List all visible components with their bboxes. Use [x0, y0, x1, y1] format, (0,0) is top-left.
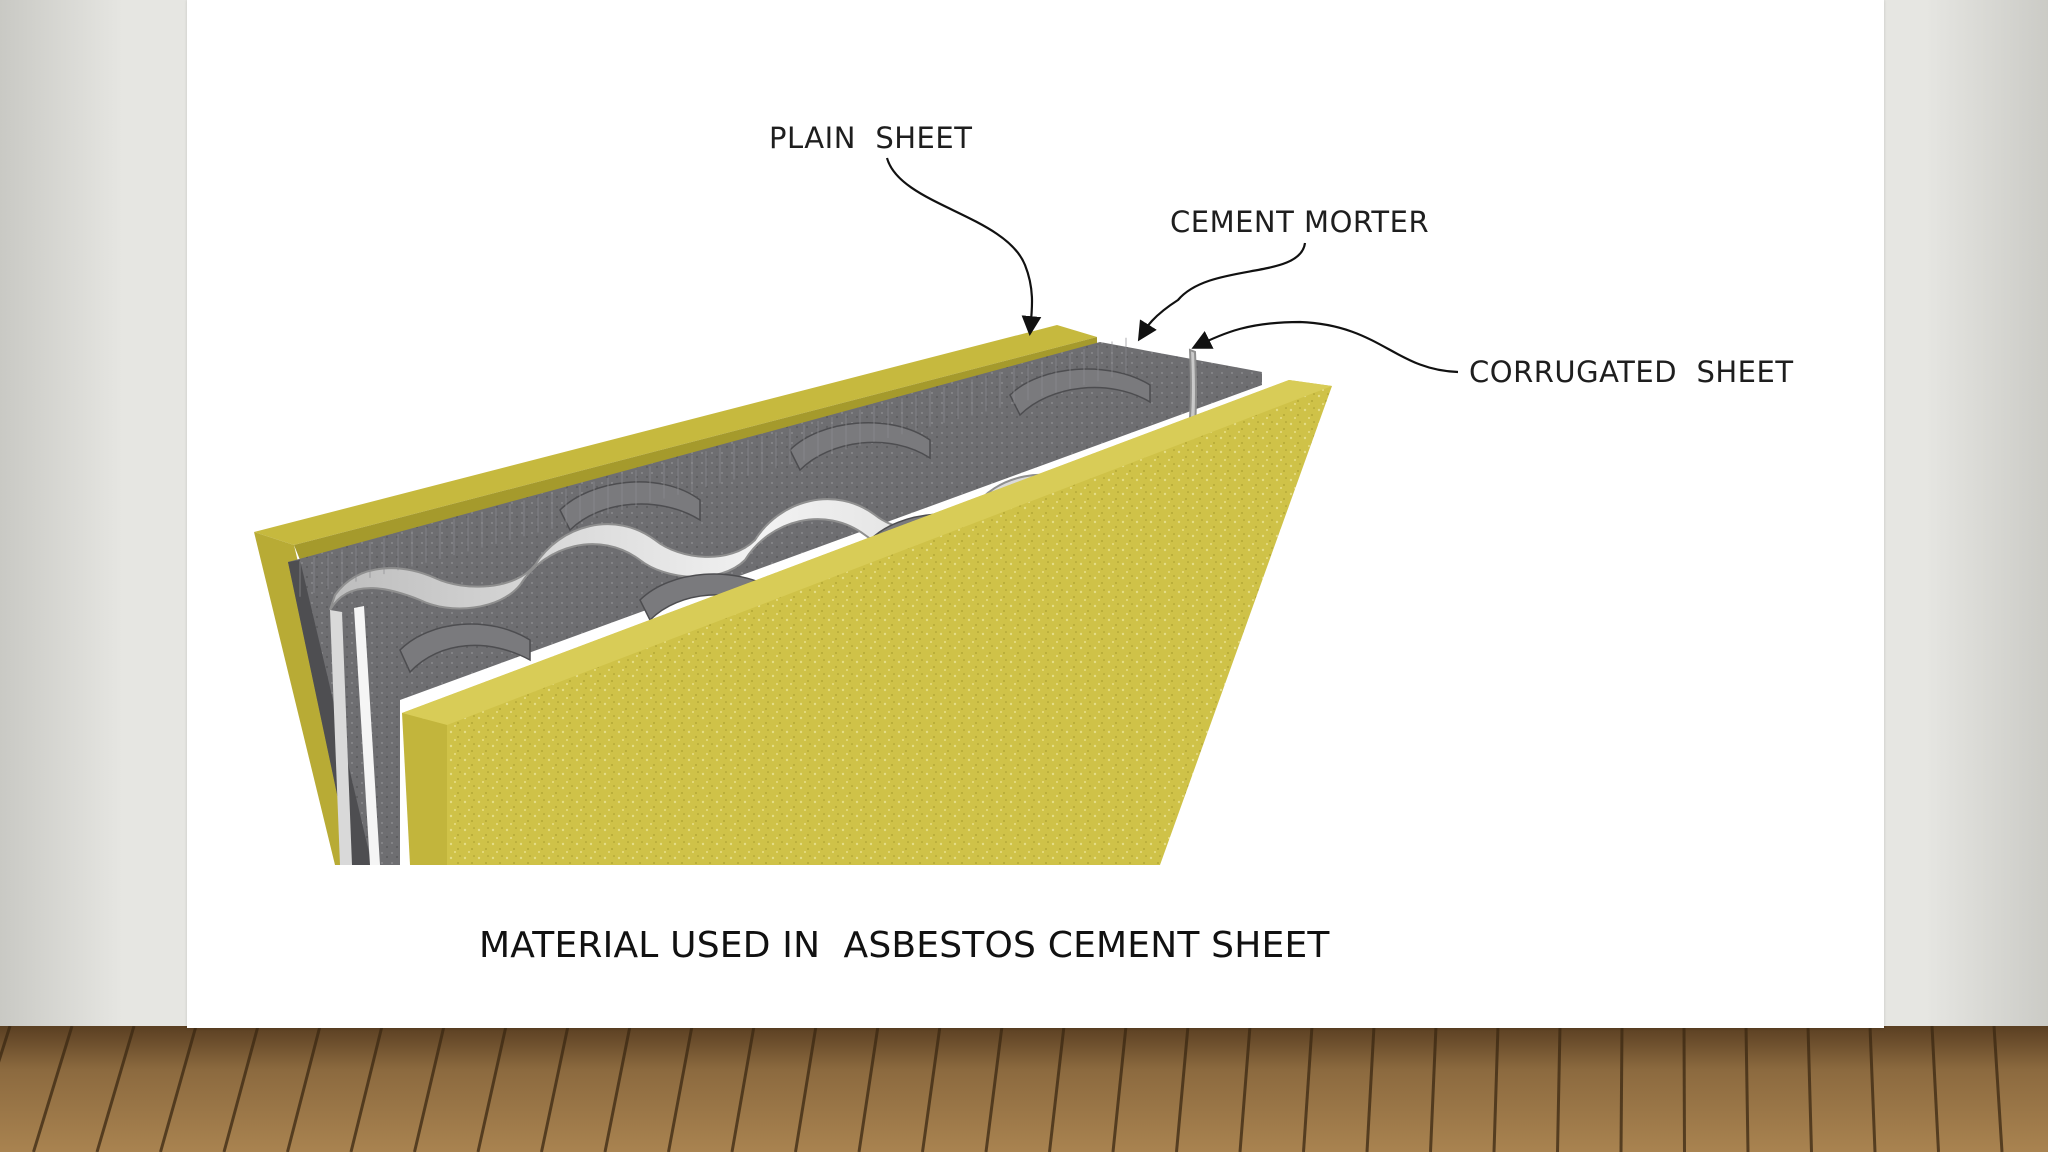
floor-plank-seam	[1302, 1026, 1314, 1152]
plain-sheet-leader	[885, 157, 1042, 336]
floor-plank-seam	[857, 1026, 880, 1152]
floor-plank-seam	[0, 1026, 12, 1063]
floor-plank-seam	[1175, 1026, 1190, 1152]
floor-plank-seam	[1556, 1026, 1562, 1152]
slide-caption: MATERIAL USED IN ASBESTOS CEMENT SHEET	[479, 925, 1330, 966]
floor-plank-seam	[222, 1026, 260, 1152]
floor-plank-seam	[1111, 1026, 1128, 1152]
mortar-hatch	[299, 337, 1127, 597]
label-plain-sheet: PLAIN SHEET	[769, 121, 972, 155]
corrugated-sheet-leader	[1191, 320, 1459, 374]
floor-plank-seam	[476, 1026, 508, 1152]
front-plain-sheet	[402, 380, 1332, 865]
floor-plank-seam	[1806, 1026, 1813, 1152]
floor-plank-seam	[1492, 1026, 1500, 1152]
floor-plank-seam	[95, 1026, 136, 1152]
floor-plank-seam	[1868, 1026, 1877, 1152]
floor-plank-seam	[1619, 1026, 1624, 1152]
floor-plank-seam	[1744, 1026, 1750, 1152]
cement-morter-leader	[1137, 242, 1307, 342]
floor-plank-seam	[794, 1026, 818, 1152]
floor-plank-seam	[1048, 1026, 1066, 1152]
wooden-floor	[0, 1026, 2048, 1152]
floor-plank-seam	[349, 1026, 384, 1152]
floor-plank-seam	[921, 1026, 942, 1152]
floor-plank-seam	[730, 1026, 756, 1152]
cement-mortar-layer	[288, 342, 1262, 865]
floor-plank-seam	[1682, 1026, 1686, 1152]
floor-plank-seam	[286, 1026, 322, 1152]
floor-plank-seam	[413, 1026, 446, 1152]
floor-plank-seam	[603, 1026, 632, 1152]
floor-plank-seam	[1930, 1026, 1940, 1152]
floor-plank-seam	[1365, 1026, 1376, 1152]
floor-plank-seam	[1429, 1026, 1438, 1152]
floor-plank-seam	[667, 1026, 694, 1152]
floor-plank-seam	[540, 1026, 570, 1152]
callout-leaders	[885, 157, 1459, 374]
floor-plank-seam	[1992, 1026, 2004, 1152]
floor-plank-seam	[984, 1026, 1004, 1152]
floor-plank-seam	[1238, 1026, 1252, 1152]
floor-plank-seam	[32, 1026, 74, 1152]
label-corrugated-sheet: CORRUGATED SHEET	[1469, 355, 1794, 389]
floor-plank-seam	[159, 1026, 198, 1152]
label-cement-morter: CEMENT MORTER	[1170, 205, 1429, 239]
